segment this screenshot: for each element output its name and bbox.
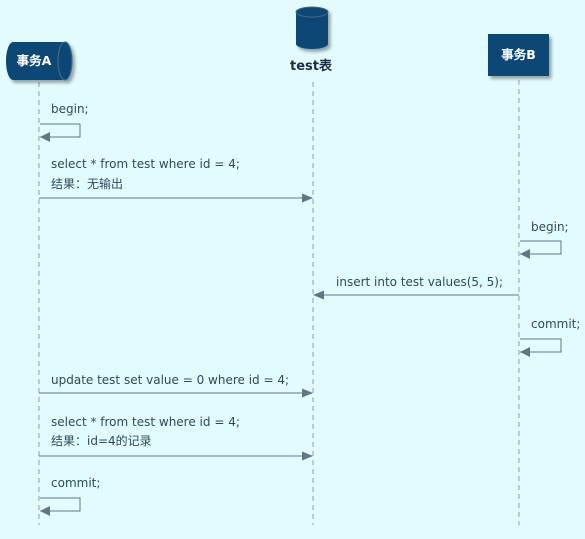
message-text: begin; [51,102,89,116]
arrow-head [302,388,313,398]
message-text: select * from test where id = 4; [51,157,240,171]
database-icon [295,6,329,49]
arrow-head [313,290,324,300]
message-text: commit; [531,317,580,331]
self-arrow [40,123,81,138]
participant-b-label: 事务B [501,47,536,62]
participant-a-label: 事务A [17,53,52,68]
arrow-head [40,506,50,516]
participant-db-label: test表 [290,58,333,74]
participant-a [6,41,73,81]
message-text: select * from test where id = 4; [51,415,240,429]
self-arrow [40,497,81,512]
arrow-head [520,347,530,357]
participant-b [488,34,549,76]
arrow-head [40,132,50,142]
arrow-head [302,193,313,203]
message-text: commit; [51,476,100,490]
self-arrow [520,338,562,353]
arrow-head [302,451,313,461]
message-text: begin; [531,220,569,234]
message-text: 结果：id=4的记录 [51,433,152,448]
self-arrow [520,240,562,255]
message-text: insert into test values(5, 5); [336,275,503,289]
arrow-head [520,249,530,259]
message-text: 结果：无输出 [51,176,123,191]
message-text: update test set value = 0 where id = 4; [51,373,289,387]
